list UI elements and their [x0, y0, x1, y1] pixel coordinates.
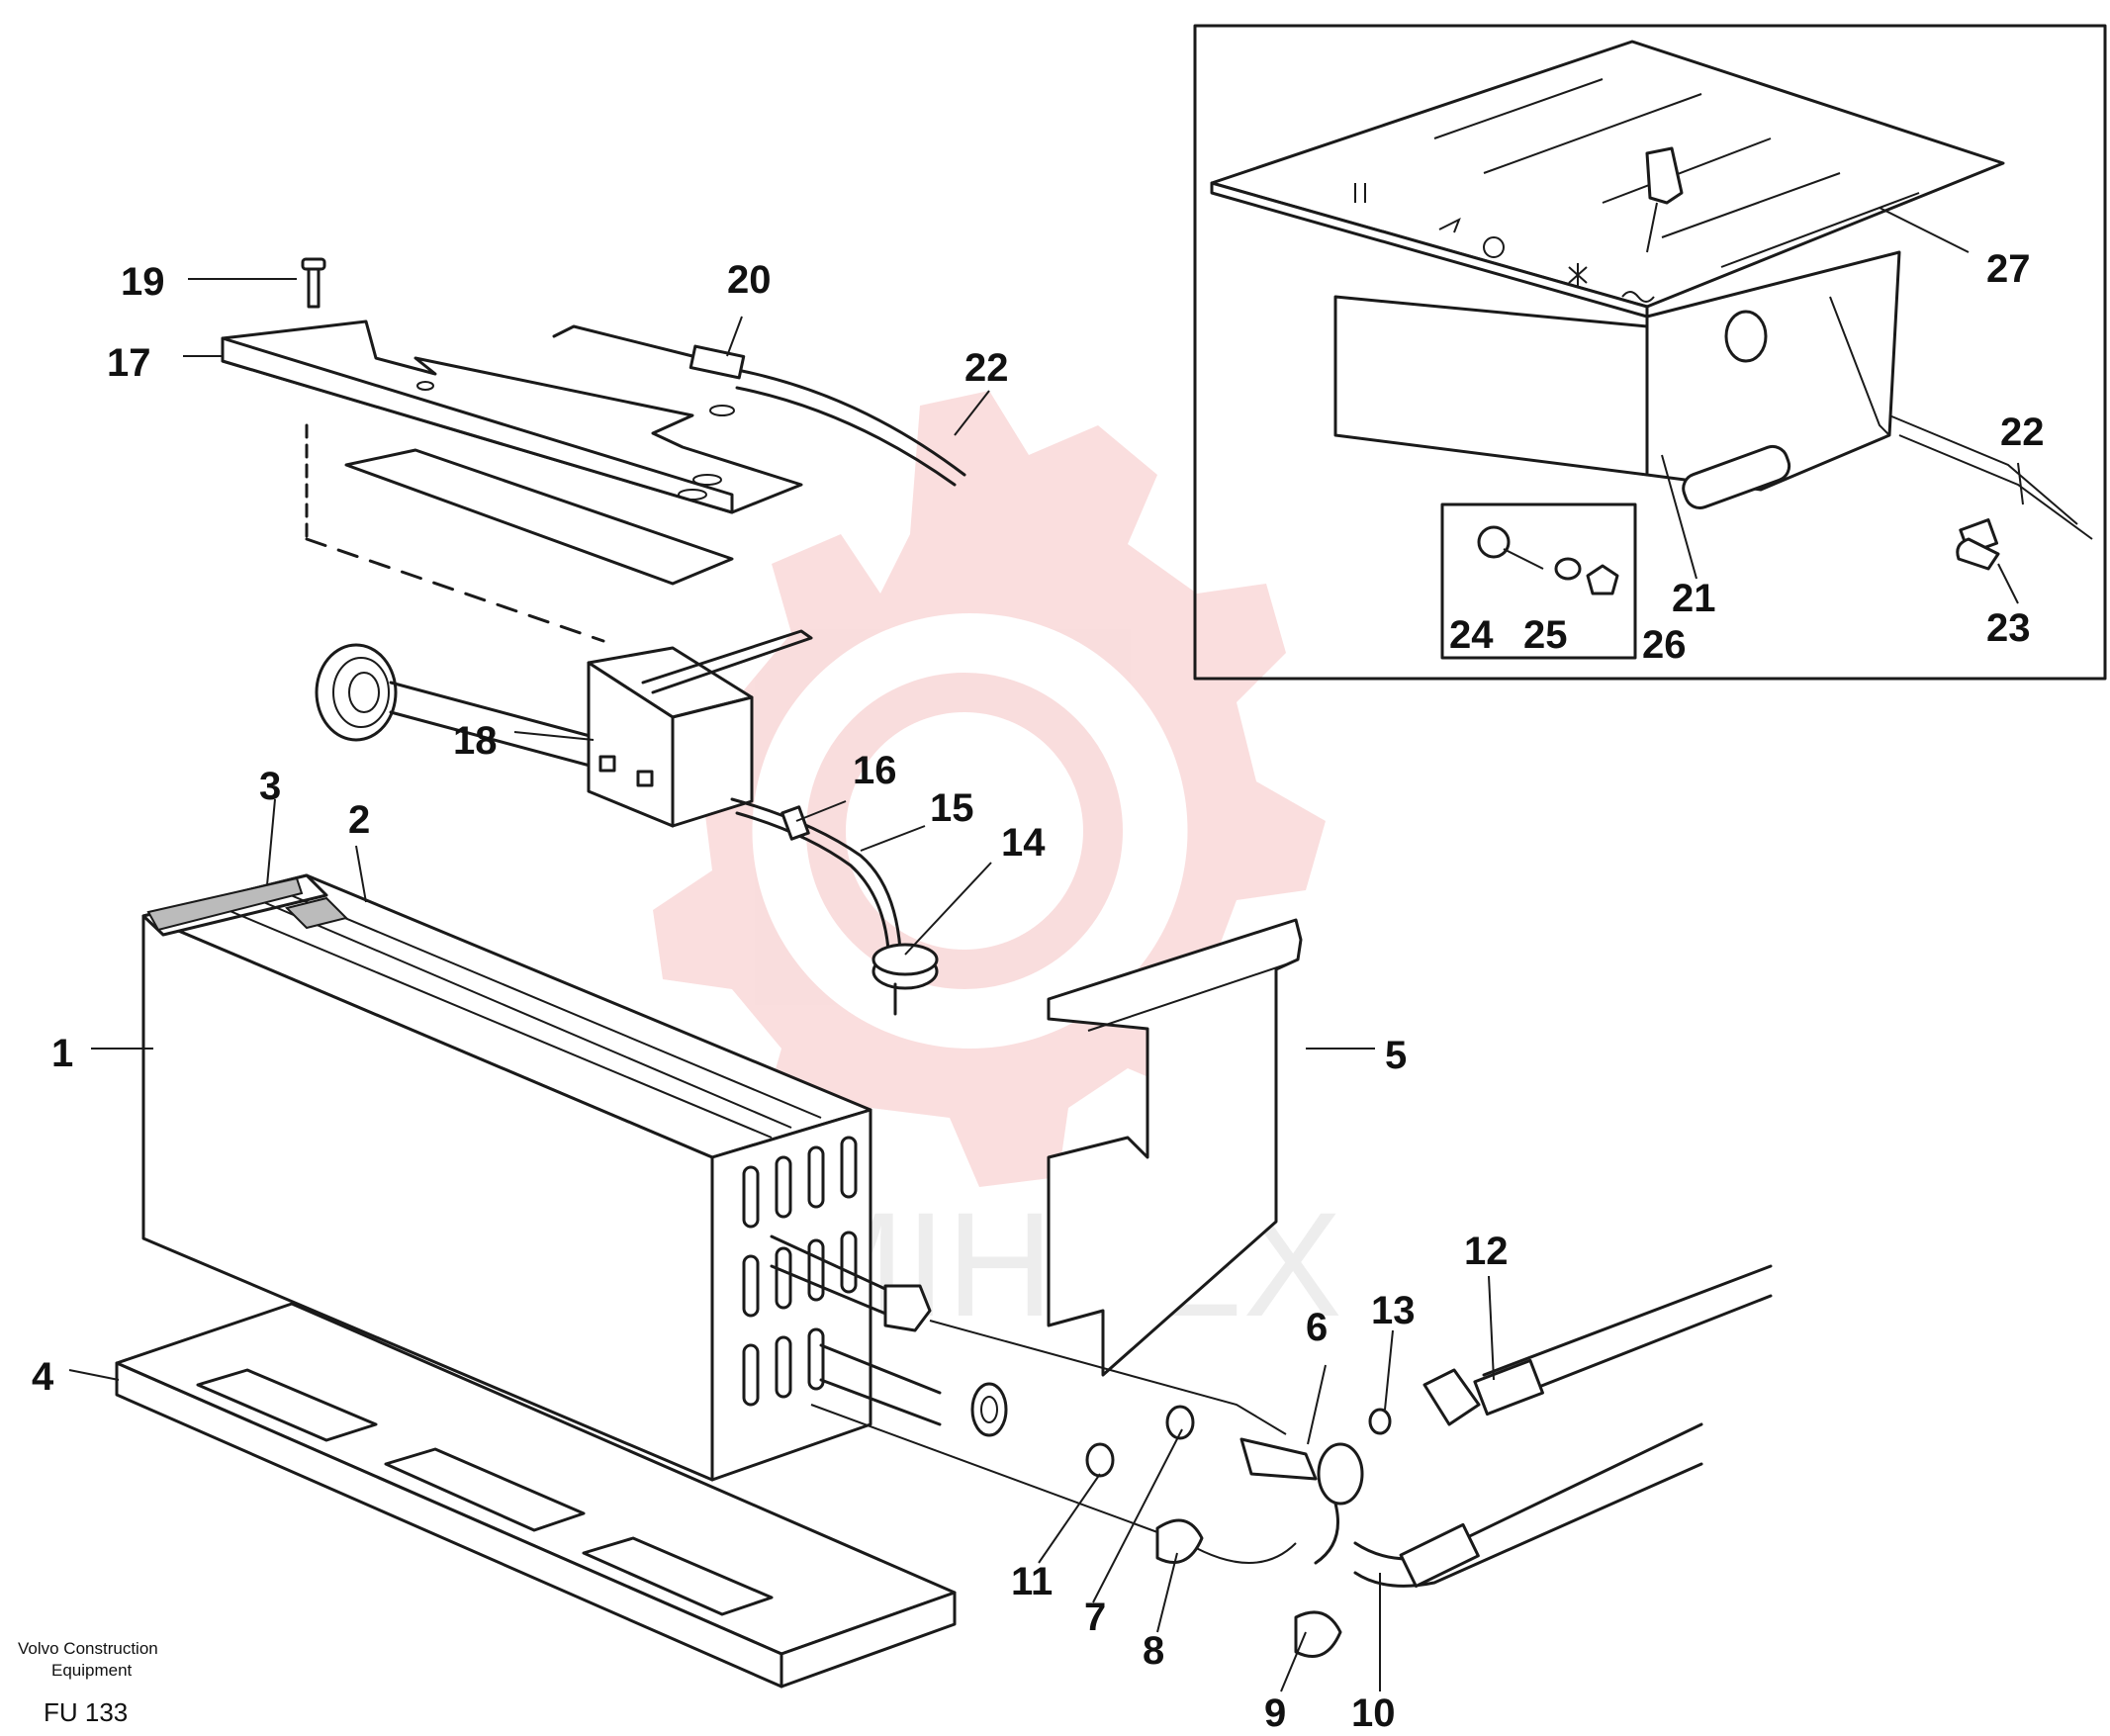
label-part-11: 11	[1011, 1560, 1053, 1603]
label-part-2: 2	[348, 798, 370, 842]
label-part-5: 5	[1385, 1034, 1407, 1077]
label-part-18: 18	[453, 719, 498, 763]
label-part-13: 13	[1371, 1289, 1416, 1332]
label-part-1: 1	[51, 1032, 73, 1075]
footer: Volvo Construction Equipment FU 133	[18, 1639, 158, 1727]
defrost-icon	[1621, 291, 1655, 303]
label-part-6: 6	[1306, 1306, 1328, 1349]
label-part-14: 14	[1001, 821, 1046, 865]
label-part-8: 8	[1143, 1629, 1164, 1673]
snowflake-icon	[1568, 263, 1588, 287]
part-labels: 1 2 3 4 5 6 7 8 9 10 11 12 13 14 15 16 1…	[32, 247, 2045, 1735]
arrow-icon	[1438, 217, 1461, 233]
leader-lines	[68, 207, 2024, 1692]
label-part-12: 12	[1464, 1230, 1509, 1273]
label-part-24: 24	[1449, 613, 1494, 657]
label-part-21: 21	[1672, 577, 1716, 620]
label-part-9: 9	[1264, 1691, 1286, 1735]
label-part-10: 10	[1351, 1691, 1396, 1735]
part-1-heater-box	[141, 873, 872, 1482]
part-17-bracket	[221, 320, 803, 643]
label-part-3: 3	[259, 765, 281, 808]
arrows-up-icon	[1354, 183, 1366, 203]
part-4-base-plate	[115, 1302, 957, 1689]
label-part-7: 7	[1084, 1596, 1106, 1639]
label-part-16: 16	[853, 749, 897, 792]
label-part-22: 22	[964, 346, 1009, 390]
label-part-20: 20	[727, 258, 772, 302]
inset-control-panel-view	[1193, 24, 2107, 681]
label-part-25: 25	[1523, 613, 1568, 657]
part-5-cover-plate	[1047, 918, 1303, 1377]
label-part-17: 17	[107, 341, 151, 385]
part-22-cable	[552, 324, 966, 487]
recirculation-icon	[1483, 236, 1505, 258]
brand-line-1: Volvo Construction	[18, 1639, 158, 1658]
label-part-27: 27	[1986, 247, 2031, 291]
label-part-23: 23	[1986, 606, 2031, 650]
part-18-thermostat	[315, 629, 813, 828]
hoses-and-fittings	[770, 1234, 1773, 1658]
label-part-15: 15	[930, 786, 974, 830]
label-part-4: 4	[32, 1355, 54, 1399]
label-part-26: 26	[1642, 623, 1687, 667]
label-part-19: 19	[121, 260, 165, 304]
part-19-screw	[301, 257, 326, 309]
diagram-code: FU 133	[44, 1697, 128, 1727]
label-part-22-inset: 22	[2000, 411, 2045, 454]
part-15-capillary	[730, 797, 939, 1016]
brand-line-2: Equipment	[51, 1661, 133, 1680]
panel-icons	[1354, 183, 1655, 303]
